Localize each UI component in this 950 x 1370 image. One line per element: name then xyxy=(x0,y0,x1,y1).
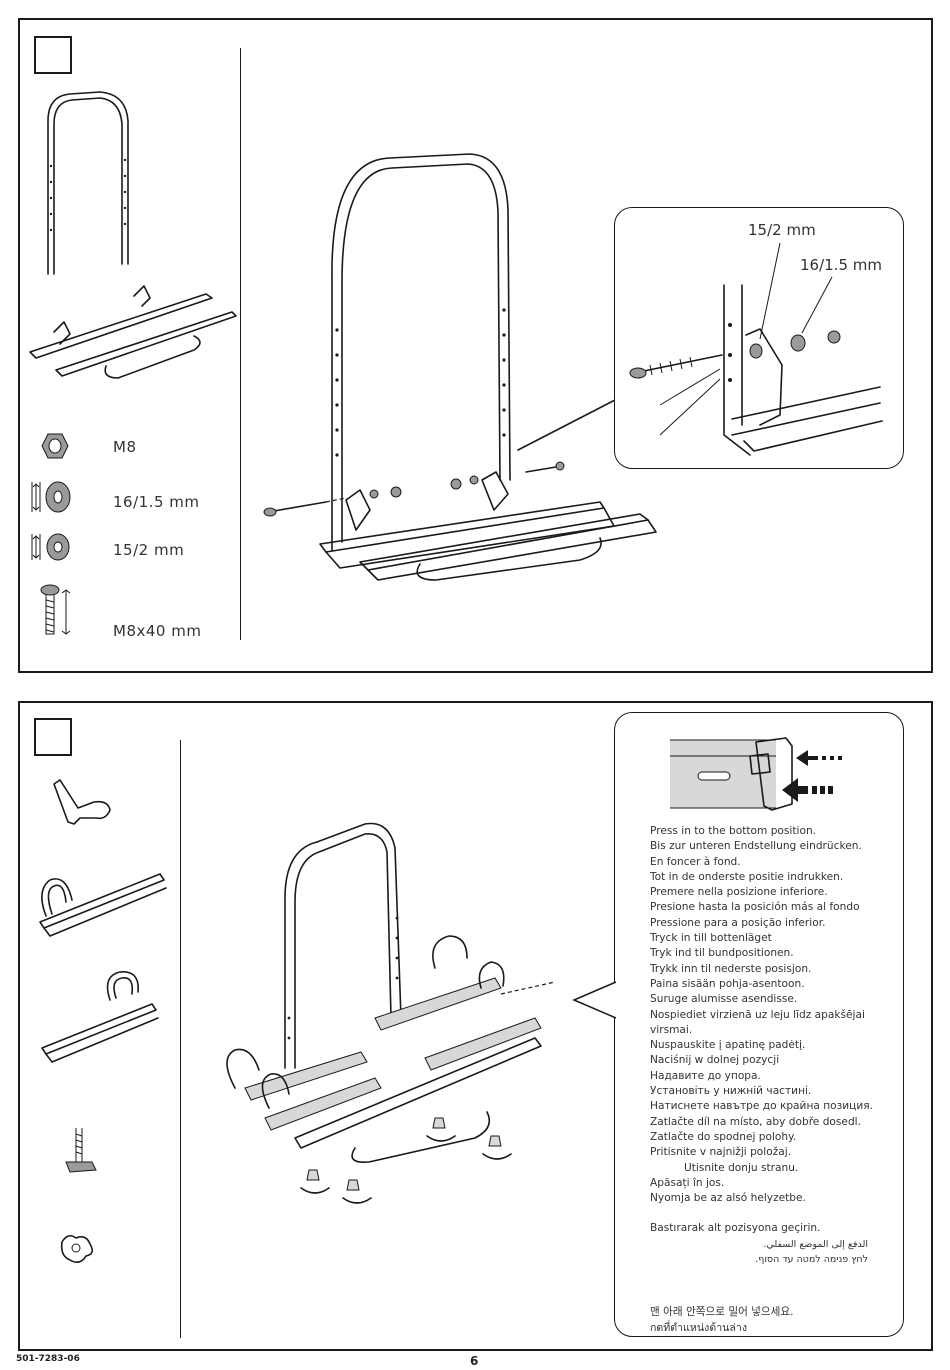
instruction-line: Zatlačte do spodnej polohy. xyxy=(650,1130,797,1143)
instruction-line: Nuspauskite į apatinę padėtį. xyxy=(650,1039,806,1052)
callout-pointer-2 xyxy=(572,981,617,1019)
panel-2-divider xyxy=(180,740,181,1338)
part-label-bolt: M8x40 mm xyxy=(113,622,202,640)
step-number-box-2 xyxy=(34,718,72,756)
document-code: 501-7283-06 xyxy=(16,1354,80,1364)
instruction-line: Naciśnij w dolnej pozycji xyxy=(650,1054,780,1067)
instruction-line: Tot in de onderste positie indrukken. xyxy=(650,870,844,883)
instruction-line: Bis zur unteren Endstellung eindrücken. xyxy=(650,840,862,853)
panel-1-divider xyxy=(240,48,241,640)
nut-icon xyxy=(41,433,69,459)
press-detail-illustration xyxy=(670,737,842,811)
detail-label-16-1-5: 16/1.5 mm xyxy=(800,256,882,274)
instruction-line: Suruge alumisse asendisse. xyxy=(650,993,798,1006)
part-label-washer-15: 15/2 mm xyxy=(113,541,185,559)
instruction-line: Натиснете навътре до крайна позиция. xyxy=(650,1100,873,1113)
instruction-line: Apăsați în jos. xyxy=(650,1176,725,1189)
instruction-line: Nyomja be az alsó helyzetbe. xyxy=(650,1192,806,1205)
instruction-line: Pressione para a posição inferior. xyxy=(650,916,826,929)
instruction-line: virsmai. xyxy=(650,1023,693,1036)
instruction-line-tr: Bastırarak alt pozisyona geçirin. xyxy=(650,1222,821,1235)
knob-part-icon xyxy=(60,1234,94,1264)
instruction-line: Zatlačte díl na místo, aby dobře dosedl. xyxy=(650,1115,861,1128)
instruction-line: Presione hasta la posición más al fondo xyxy=(650,901,860,914)
page-number: 6 xyxy=(470,1354,479,1368)
part-label-nut: M8 xyxy=(113,438,137,456)
hoop-frame-part-icon xyxy=(47,91,129,275)
bolt-icon xyxy=(40,584,71,635)
instruction-line: Tryck in till bottenläget xyxy=(650,932,772,945)
detail-illustration-1 xyxy=(629,242,883,456)
instruction-line: Premere nella posizione inferiore. xyxy=(650,886,828,899)
washer-small-icon xyxy=(31,533,70,561)
crank-key-part-icon xyxy=(53,779,111,825)
instruction-line: Utisnite donju stranu. xyxy=(684,1161,799,1174)
instruction-line-th: กดที่ตำแหน่งด้านล่าง xyxy=(650,1321,748,1334)
part-label-washer-16: 16/1.5 mm xyxy=(113,493,200,511)
instruction-line: Press in to the bottom position. xyxy=(650,825,817,837)
rack-assembly-illustration-2 xyxy=(226,822,556,1204)
detail-callout-1 xyxy=(614,207,904,469)
platform-part-icon xyxy=(29,285,237,379)
wheel-holder-part-icon-1 xyxy=(39,873,167,937)
detail-label-15-2: 15/2 mm xyxy=(748,221,816,239)
instruction-line-he: לחץ פנימה למטה עד הסוף. xyxy=(755,1254,868,1266)
instruction-line: Nospiediet virzienā uz leju līdz apakšēj… xyxy=(650,1008,865,1021)
instruction-line-ar: الدفع إلى الموضع السفلي. xyxy=(763,1238,868,1250)
step-number-box-1 xyxy=(34,36,72,74)
rack-assembly-illustration-1 xyxy=(263,153,657,581)
instruction-line: Paina sisään pohja-asentoon. xyxy=(650,977,805,990)
instruction-line: Tryk ind til bundpositionen. xyxy=(650,947,794,960)
wheel-holder-part-icon-2 xyxy=(41,971,159,1063)
washer-large-icon xyxy=(31,481,71,513)
instruction-line: Надавите до упора. xyxy=(650,1069,761,1082)
instruction-line: Установіть у нижній частині. xyxy=(650,1085,812,1098)
detail-callout-2 xyxy=(614,712,904,1337)
instruction-line: Pritisnite v najnižji položaj. xyxy=(650,1146,792,1159)
instruction-line-ko: 맨 아래 안쪽으로 밀어 넣으세요. xyxy=(650,1306,794,1319)
instruction-line: En foncer à fond. xyxy=(650,855,741,868)
instruction-list: Press in to the bottom position. Bis zur… xyxy=(650,824,910,1336)
instruction-line: Trykk inn til nederste posisjon. xyxy=(650,962,812,975)
t-bolt-part-icon xyxy=(65,1128,97,1173)
